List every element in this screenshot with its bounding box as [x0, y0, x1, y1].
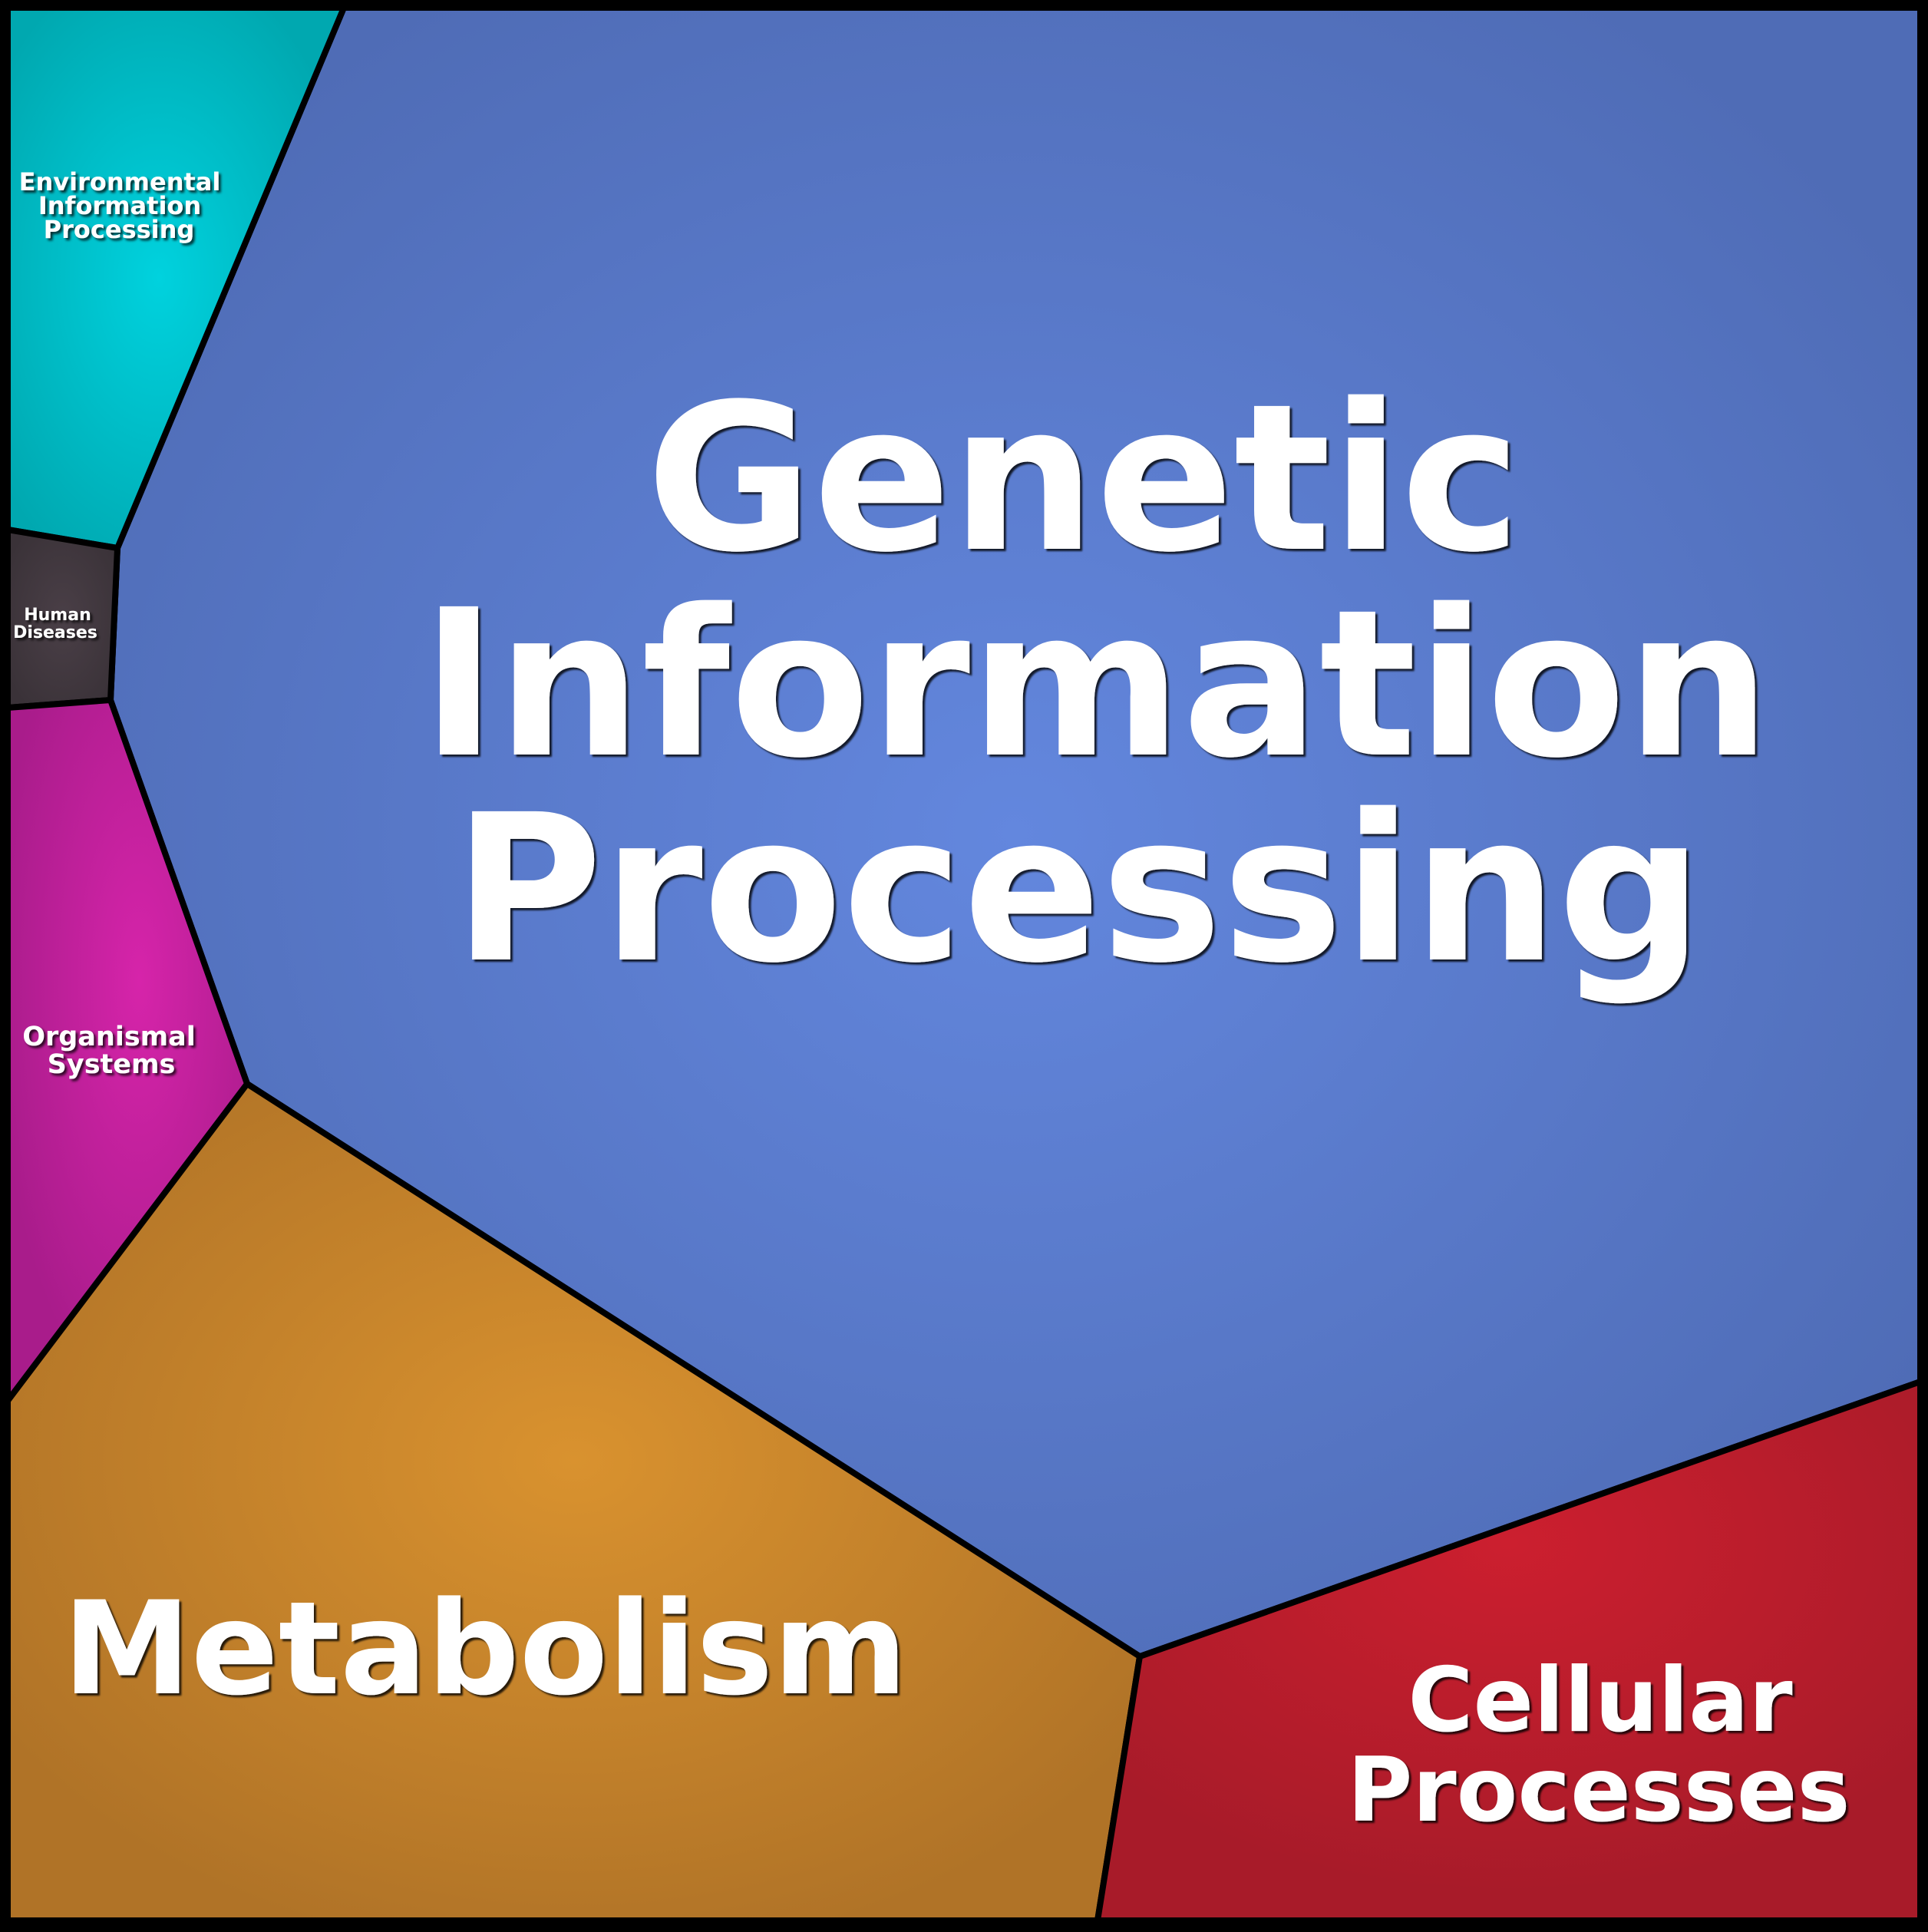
label-line: Cellular: [1408, 1649, 1792, 1752]
label-human-diseases: Human Diseases: [13, 606, 97, 642]
label-organismal-systems: Organismal Systems: [22, 1022, 196, 1080]
label-line: Processes: [1347, 1739, 1850, 1842]
label-line: Environmental: [19, 167, 221, 197]
label-environmental-information-processing: Environmental Information Processing: [19, 167, 221, 244]
label-line: Systems: [48, 1049, 176, 1080]
label-line: Information: [38, 191, 201, 220]
label-line: Processing: [454, 771, 1703, 1008]
label-line: Genetic: [646, 361, 1521, 597]
label-line: Diseases: [13, 623, 97, 642]
label-line: Processing: [44, 215, 195, 244]
label-line: Metabolism: [63, 1574, 908, 1724]
label-line: Human: [24, 606, 91, 625]
label-metabolism: Metabolism: [63, 1574, 908, 1724]
label-line: Organismal: [22, 1022, 196, 1052]
label-genetic-information-processing: Genetic Information Processing: [421, 361, 1771, 1008]
label-line: Information: [421, 566, 1771, 803]
label-cellular-processes: Cellular Processes: [1347, 1649, 1850, 1842]
